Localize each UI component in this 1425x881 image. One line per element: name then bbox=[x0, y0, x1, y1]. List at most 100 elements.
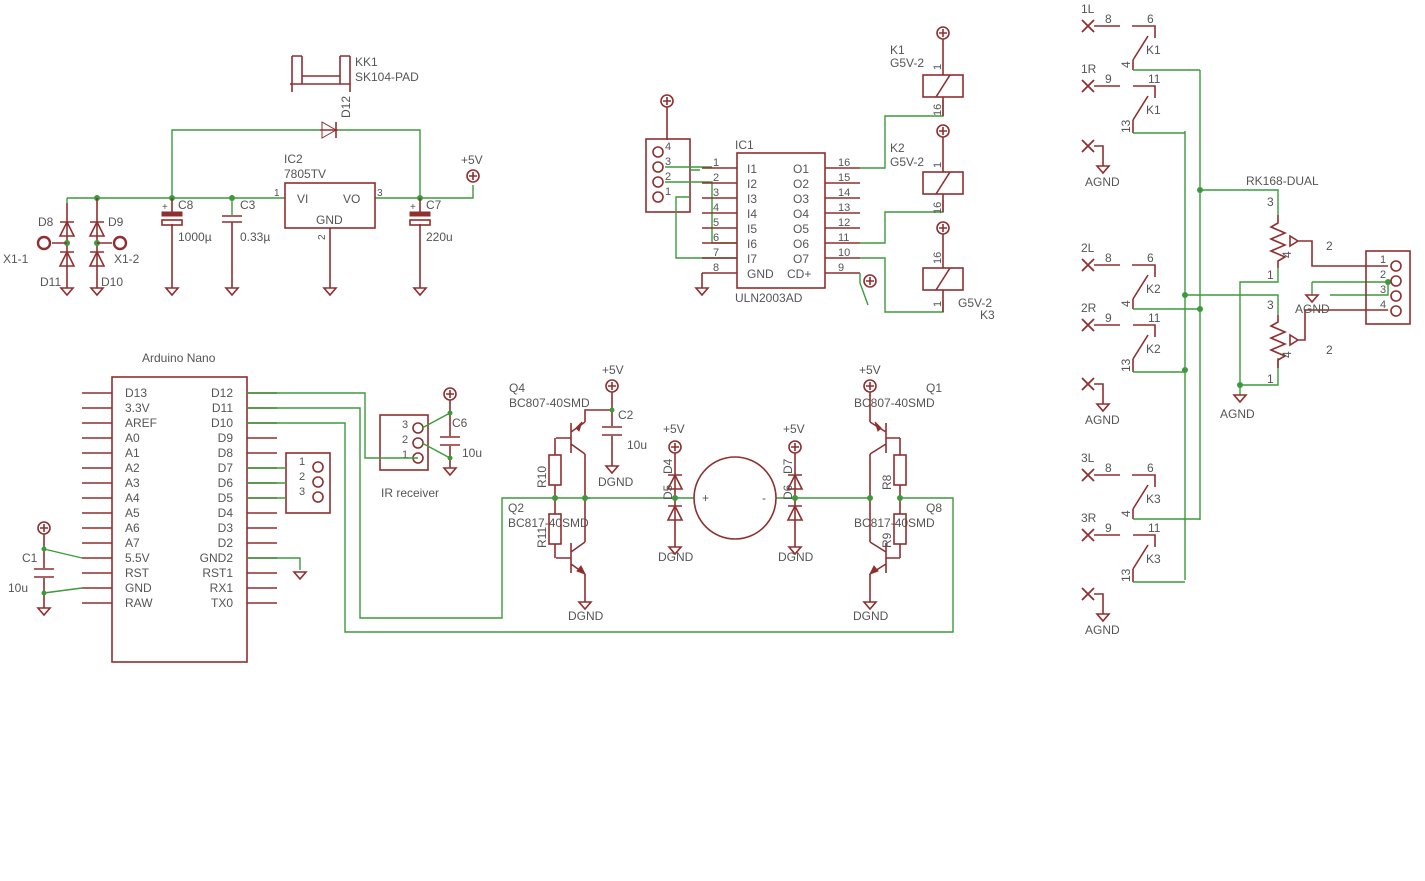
ic1-i1: I1 bbox=[747, 162, 757, 176]
capacitor-c2[interactable]: C2 10u DGND bbox=[598, 407, 647, 490]
contact-terminal-x bbox=[1081, 139, 1095, 153]
ir-pin-3: 3 bbox=[402, 419, 408, 431]
ic2-value: 7805TV bbox=[284, 167, 326, 181]
ic1-name: IC1 bbox=[735, 138, 754, 152]
c7-name: C7 bbox=[426, 198, 442, 212]
pot-upper[interactable]: 3 1 2 4 bbox=[1267, 195, 1388, 282]
ic1-o4: O4 bbox=[793, 207, 809, 221]
arduino-right-pin-label: RST1 bbox=[202, 566, 233, 580]
header-3pin[interactable]: 1 2 3 bbox=[285, 452, 331, 514]
ic1-uln2003[interactable]: IC1 ULN2003AD I1 I2 I3 I4 I5 I6 I7 GND O… bbox=[702, 138, 860, 305]
ic1-pin-10: 10 bbox=[838, 247, 850, 259]
contact-relay-label: K1 bbox=[1146, 43, 1161, 57]
c8-name: C8 bbox=[178, 198, 194, 212]
arduino-right-pin-label: D10 bbox=[211, 416, 233, 430]
contact-left-label: 3L bbox=[1081, 451, 1095, 465]
output-connector-4pin[interactable]: 1 2 3 4 bbox=[1365, 250, 1411, 325]
resistor-r9[interactable]: R9 bbox=[880, 498, 907, 558]
arduino-right-pin-label: D5 bbox=[218, 491, 234, 505]
arduino-left-pin-label: A4 bbox=[125, 491, 140, 505]
hdr-pin-2: 2 bbox=[299, 471, 305, 483]
ic1-o1: O1 bbox=[793, 162, 809, 176]
k2-pin-16: 16 bbox=[932, 202, 944, 214]
q2-dgnd: DGND bbox=[568, 609, 604, 623]
contact-terminal-x bbox=[1081, 377, 1095, 391]
contact-pin-9: 9 bbox=[1105, 311, 1112, 325]
contact-right-label: 1R bbox=[1081, 62, 1097, 76]
c1-value: 10u bbox=[8, 581, 28, 595]
ic1-pin-7: 7 bbox=[713, 247, 719, 259]
arduino-left-pin-label: A2 bbox=[125, 461, 140, 475]
arduino-right-pin-label: GND2 bbox=[200, 551, 234, 565]
transistor-q2[interactable] bbox=[556, 498, 587, 602]
heatsink-kk1[interactable]: KK1 SK104-PAD bbox=[290, 55, 419, 92]
k2-name: K2 bbox=[890, 141, 905, 155]
transistor-q8[interactable] bbox=[868, 498, 900, 602]
diodes-d4-d5[interactable]: +5V D4 D5 DGND bbox=[658, 422, 694, 564]
ic1-pin-14: 14 bbox=[838, 187, 850, 199]
regulator-ic2[interactable]: IC2 7805TV VI VO GND 1 3 2 bbox=[274, 152, 383, 288]
arduino-left-pin-label: D13 bbox=[125, 386, 147, 400]
arduino-right-pin-label: D6 bbox=[218, 476, 234, 490]
arduino-left-pin-label: A5 bbox=[125, 506, 140, 520]
resistor-r8[interactable]: R8 bbox=[880, 438, 907, 498]
arduino-right-pin-label: D12 bbox=[211, 386, 233, 400]
transistor-q4[interactable] bbox=[556, 409, 612, 498]
contact-pin-13: 13 bbox=[1119, 568, 1133, 582]
contact-right-label: 2R bbox=[1081, 301, 1097, 315]
dc-motor[interactable]: + - bbox=[693, 456, 777, 540]
ic1-cd: CD+ bbox=[787, 267, 811, 281]
kk1-name: KK1 bbox=[355, 55, 378, 69]
relay-k3-coil[interactable]: G5V-2 K3 16 1 bbox=[922, 221, 995, 322]
contact-pin-4: 4 bbox=[1119, 300, 1133, 307]
arduino-right-pin-label: TX0 bbox=[211, 596, 233, 610]
diodes-d7-d6[interactable]: +5V D7 D6 DGND bbox=[778, 422, 814, 564]
ir-pin-1: 1 bbox=[402, 449, 408, 461]
motor-plus: + bbox=[702, 491, 709, 505]
k2-pin-1: 1 bbox=[932, 162, 944, 168]
k1-pin-16: 16 bbox=[932, 104, 944, 116]
r9-label: R9 bbox=[880, 532, 894, 548]
ic1-o3: O3 bbox=[793, 192, 809, 206]
arduino-nano[interactable]: Arduino Nano D133.3VAREFA0A1A2A3A4A5A6A7… bbox=[82, 351, 277, 663]
bridge-rectifier[interactable]: D8 D9 D11 D10 X1-1 X1-2 bbox=[3, 198, 140, 289]
relay-k2-coil[interactable]: K2 G5V-2 1 16 bbox=[890, 124, 964, 214]
out-pin-3: 3 bbox=[1380, 284, 1386, 296]
pot-lower[interactable]: 3 1 2 4 bbox=[1267, 298, 1388, 386]
relay-k1-coil[interactable]: K1 G5V-2 1 16 bbox=[890, 26, 964, 116]
capacitor-c8[interactable]: + C8 1000µ bbox=[161, 198, 212, 288]
hdr-pin-3: 3 bbox=[299, 486, 305, 498]
arduino-right-pin-label: D3 bbox=[218, 521, 234, 535]
capacitor-c3[interactable]: C3 0.33µ bbox=[222, 198, 270, 288]
capacitor-c6[interactable]: C6 10u bbox=[440, 387, 482, 477]
c6-name: C6 bbox=[452, 416, 468, 430]
connector-4pin-driver[interactable]: 4 3 2 1 bbox=[645, 138, 691, 213]
capacitor-c1[interactable]: C1 10u bbox=[8, 521, 54, 617]
q1-value: BC807-40SMD bbox=[854, 396, 935, 410]
contact-terminal-x bbox=[1081, 468, 1095, 482]
contact-pin-9: 9 bbox=[1105, 72, 1112, 86]
resistor-r10[interactable]: R10 bbox=[535, 438, 562, 498]
transistor-q1[interactable] bbox=[869, 395, 900, 498]
ic1-pin-8: 8 bbox=[713, 262, 719, 274]
svg-text:+: + bbox=[162, 202, 168, 213]
arduino-right-pin-label: D2 bbox=[218, 536, 234, 550]
arduino-right-pin-label: D7 bbox=[218, 461, 234, 475]
supply-5v-top: +5V bbox=[461, 153, 483, 183]
capacitor-c7[interactable]: + C7 220u bbox=[409, 198, 453, 288]
pot-a-pin4: 4 bbox=[1280, 251, 1294, 258]
agnd-label: AGND bbox=[1085, 623, 1120, 637]
diode-d12[interactable]: D12 bbox=[320, 96, 353, 139]
contact-pin-4: 4 bbox=[1119, 510, 1133, 517]
ic2-vo: VO bbox=[343, 192, 360, 206]
contact-pin-8: 8 bbox=[1105, 12, 1112, 26]
q8-name: Q8 bbox=[926, 501, 942, 515]
q4-supply-label: +5V bbox=[602, 363, 624, 377]
pot-a-pin1: 1 bbox=[1267, 268, 1274, 282]
kk1-value: SK104-PAD bbox=[355, 70, 419, 84]
x1-2-label: X1-2 bbox=[114, 252, 140, 266]
